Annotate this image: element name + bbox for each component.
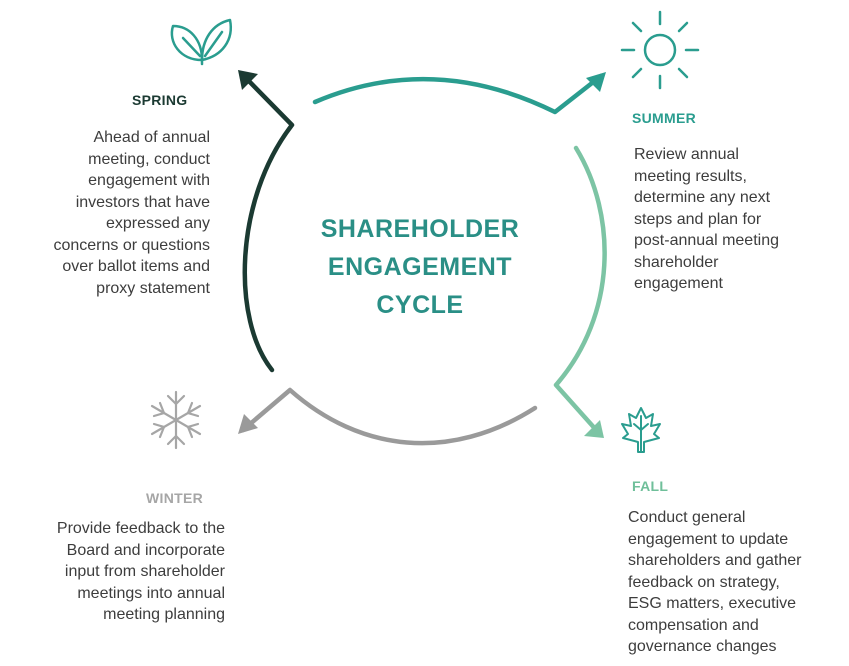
spring-label: SPRING	[132, 92, 188, 108]
spring-desc-line: over ballot items and	[62, 258, 210, 275]
fall-label: FALL	[632, 478, 669, 494]
spring-desc-line: expressed any	[105, 215, 210, 232]
summer-label: SUMMER	[632, 110, 697, 126]
fall-desc-line: Conduct general	[628, 509, 746, 526]
winter-desc-line: input from shareholder	[64, 563, 225, 580]
spring-desc-line: meeting, conduct	[88, 150, 210, 168]
summer-arc	[312, 73, 604, 115]
winter-desc-line: Provide feedback to the	[56, 520, 225, 537]
fall-arc	[553, 145, 607, 435]
snowflake-icon	[150, 390, 202, 450]
title-line-1: SHAREHOLDER	[320, 215, 520, 243]
spring-desc-line: concerns or questions	[53, 236, 210, 254]
spring-desc-line: proxy statement	[96, 279, 210, 297]
winter-desc-line: Board and incorporate	[66, 541, 225, 559]
fall-desc-line: ESG matters, executive	[628, 595, 797, 612]
summer-desc-line: steps and plan for	[634, 210, 762, 228]
spring-desc-line: Ahead of annual	[93, 129, 210, 146]
summer-description: Review annual meeting results, determine…	[634, 144, 779, 295]
summer-desc-line: meeting results,	[634, 167, 747, 185]
winter-description: Provide feedback to the Board and incorp…	[57, 518, 225, 626]
fall-desc-line: engagement to update	[628, 530, 789, 548]
spring-desc-line: investors that have	[75, 193, 210, 211]
title-line-2: ENGAGEMENT	[327, 253, 513, 281]
summer-desc-line: Review annual	[634, 146, 739, 163]
summer-desc-line: determine any next	[634, 189, 771, 206]
fall-desc-line: feedback on strategy,	[628, 573, 780, 591]
fall-desc-line: governance changes	[628, 638, 777, 655]
summer-desc-line: post-annual meeting	[634, 232, 779, 249]
fall-desc-line: compensation and	[628, 616, 759, 634]
fall-arrowhead	[584, 420, 604, 438]
winter-desc-line: meeting planning	[103, 606, 225, 623]
spring-desc-line: engagement with	[88, 172, 210, 189]
winter-desc-line: meetings into annual	[77, 584, 225, 602]
summer-desc-line: engagement	[634, 275, 723, 292]
spring-description: Ahead of annual meeting, conduct engagem…	[53, 127, 210, 299]
winter-arrowhead	[238, 414, 258, 434]
title-line-3: CYCLE	[376, 291, 464, 319]
summer-arrowhead	[586, 72, 606, 92]
spring-arrowhead	[238, 70, 258, 90]
winter-arc	[240, 387, 538, 446]
summer-desc-line: shareholder	[634, 253, 719, 271]
spring-arc	[239, 71, 295, 373]
leaf-icon	[170, 18, 233, 66]
sun-icon	[620, 10, 700, 90]
winter-label: WINTER	[146, 490, 204, 506]
maple-leaf-icon	[621, 407, 661, 453]
fall-description: Conduct general engagement to update sha…	[628, 507, 801, 658]
fall-desc-line: shareholders and gather	[628, 552, 802, 569]
